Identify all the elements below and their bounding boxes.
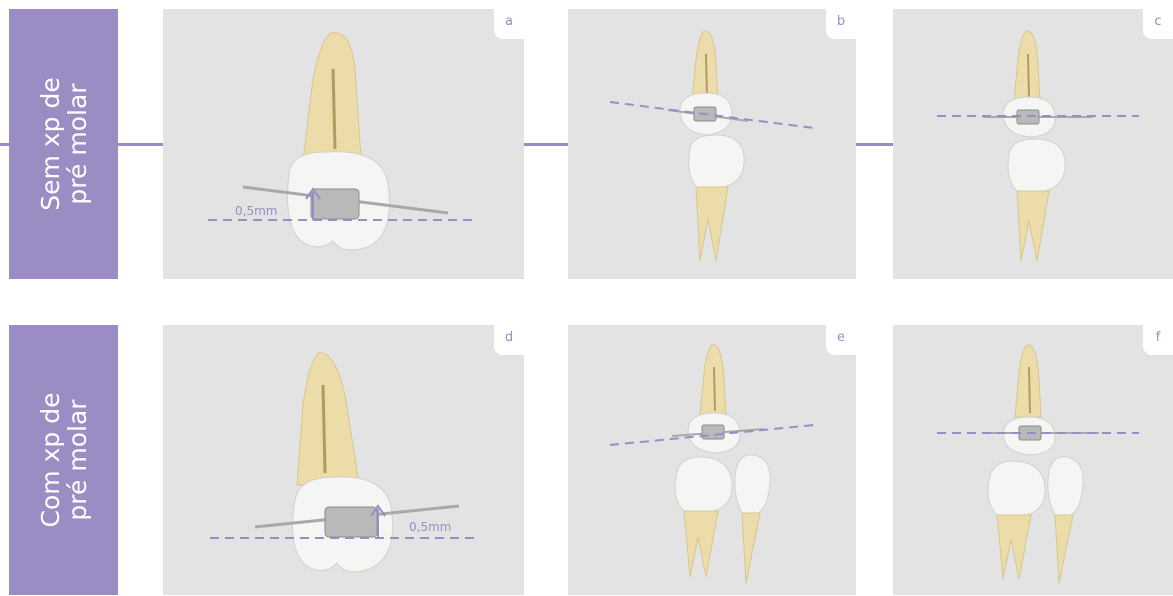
panel-tag-d: d — [494, 325, 524, 355]
connector-left-edge — [0, 143, 9, 146]
panel-d-illustration: 0,5mm — [163, 325, 524, 595]
connector-a-to-b — [524, 143, 568, 146]
row-label-sem-line2: pré molar — [64, 77, 91, 210]
row-label-com-line1: Com xp de — [37, 393, 64, 528]
panel-f: f — [893, 325, 1173, 595]
panel-tag-a: a — [494, 9, 524, 39]
row-label-sem-xp: Sem xp de pré molar — [9, 9, 118, 279]
panel-f-illustration — [893, 325, 1173, 595]
measure-label-a: 0,5mm — [235, 204, 277, 218]
panel-c-illustration — [893, 9, 1173, 279]
panel-a-illustration: 0,5mm — [163, 9, 524, 279]
row-label-com-xp: Com xp de pré molar — [9, 325, 118, 595]
row-label-com-line2: pré molar — [64, 393, 91, 528]
connector-b-to-c — [856, 143, 893, 146]
measure-label-d: 0,5mm — [409, 520, 451, 534]
panel-tag-e: e — [826, 325, 856, 355]
panel-d: 0,5mm d — [163, 325, 524, 595]
connector-label-to-a — [118, 143, 163, 146]
panel-e: e — [568, 325, 856, 595]
panel-e-illustration — [568, 325, 856, 595]
panel-b-illustration — [568, 9, 856, 279]
panel-b: b — [568, 9, 856, 279]
panel-tag-c: c — [1143, 9, 1173, 39]
panel-tag-f: f — [1143, 325, 1173, 355]
panel-a: 0,5mm a — [163, 9, 524, 279]
row-label-sem-line1: Sem xp de — [37, 77, 64, 210]
panel-tag-b: b — [826, 9, 856, 39]
panel-c: c — [893, 9, 1173, 279]
